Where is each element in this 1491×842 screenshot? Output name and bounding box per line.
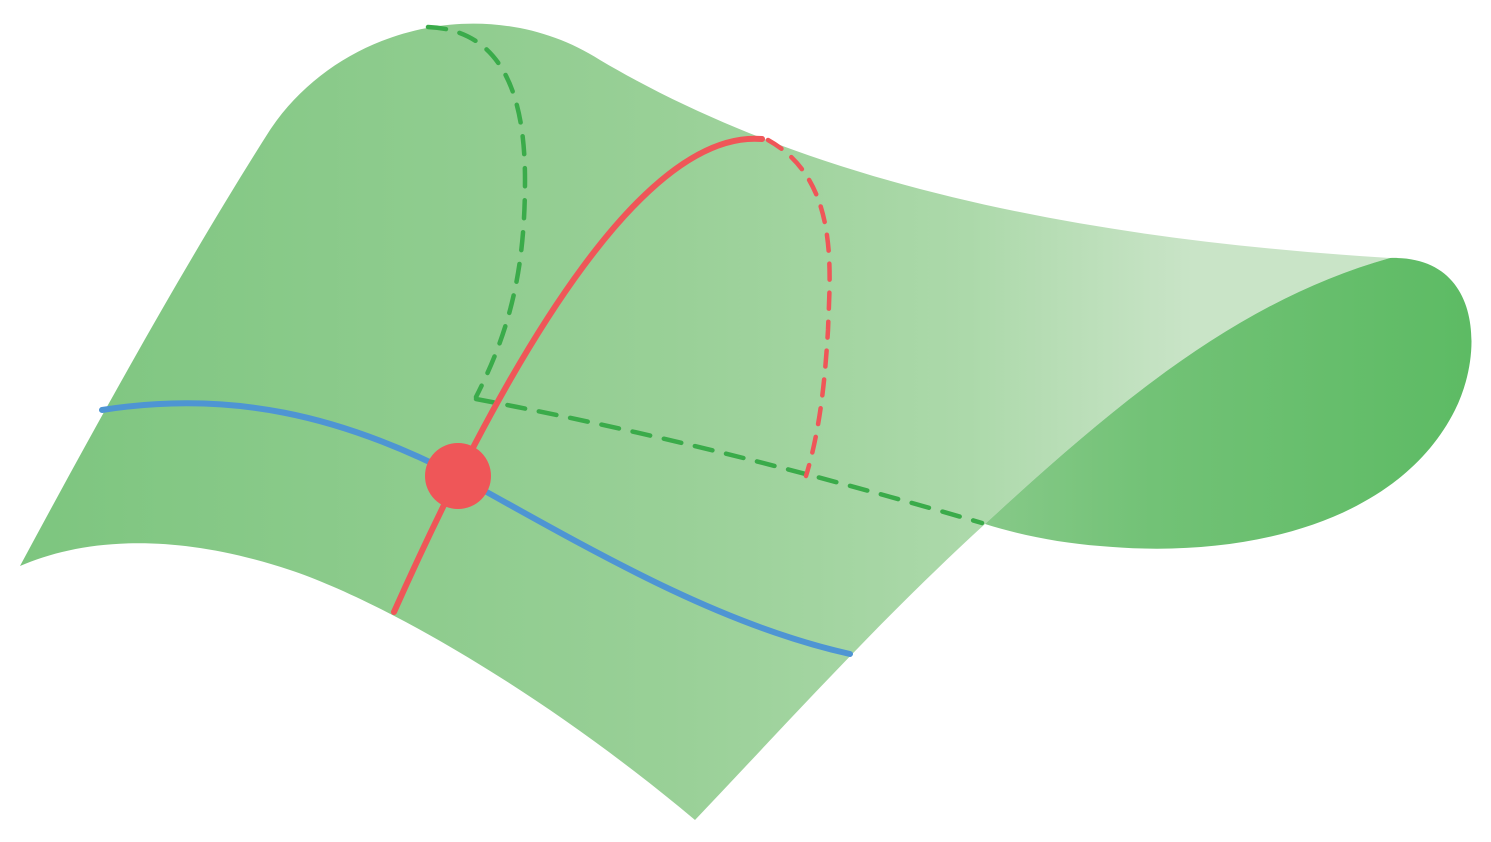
green-dashed-baseline [473,396,985,526]
surface-back-fold [985,257,1472,549]
green-dashed-arch [425,24,528,400]
saddle-surface [20,23,1390,821]
red-curve-dashed [765,137,832,479]
saddle-point [425,443,491,509]
